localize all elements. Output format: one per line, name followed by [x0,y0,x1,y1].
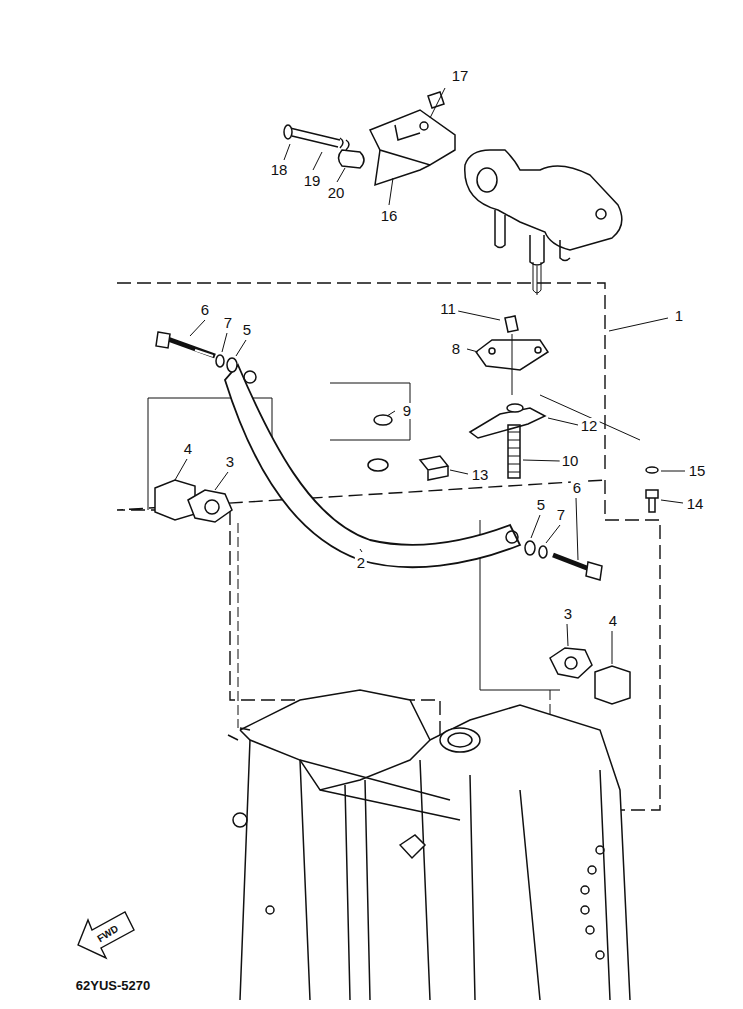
callout-number: 6 [571,480,583,496]
callout-number: 9 [401,403,413,419]
callout-number: 12 [579,418,600,434]
callout-number: 17 [450,68,471,84]
drawing-code: 62YUS-5270 [74,978,152,994]
callout-number: 1 [673,308,685,324]
callout-number: 13 [470,467,491,483]
callout-number: 3 [562,606,574,622]
callout-number: 3 [224,454,236,470]
callout-number: 2 [355,555,367,571]
callout-number: 4 [607,613,619,629]
callout-number: 7 [222,315,234,331]
callout-number: 16 [379,208,400,224]
callout-number: 15 [687,463,708,479]
callout-number: 4 [182,441,194,457]
callout-number: 20 [326,185,347,201]
callout-number: 18 [269,162,290,178]
callout-number: 11 [438,301,458,317]
callout-number: 8 [450,341,462,357]
callout-number: 19 [302,173,323,189]
callout-number: 7 [555,507,567,523]
callout-number: 14 [685,496,706,512]
callout-number: 5 [535,497,547,513]
callout-number: 10 [560,453,581,469]
callout-number: 5 [241,322,253,338]
callout-number: 6 [199,302,211,318]
